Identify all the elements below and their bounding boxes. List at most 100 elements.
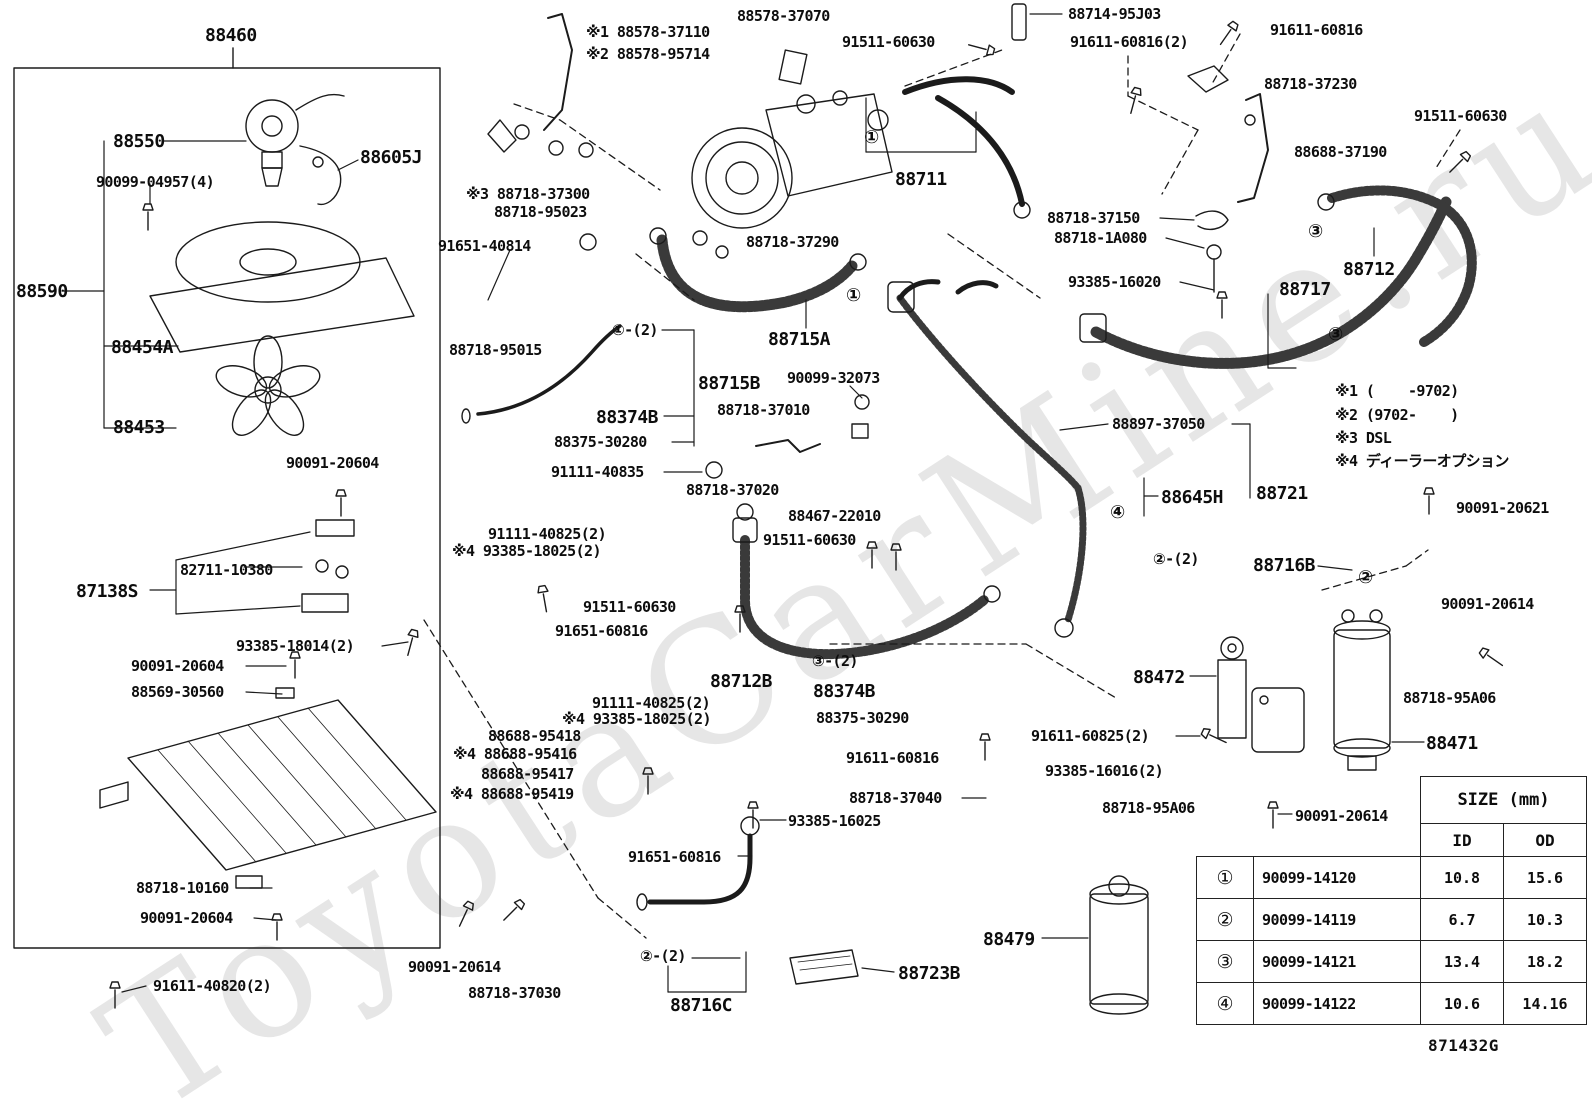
assembly-label: 88471: [1426, 733, 1478, 754]
part-label: 91611-60816(2): [1070, 33, 1189, 51]
row-id-value: 6.7: [1420, 898, 1504, 941]
part-label: 91511-60630: [842, 33, 935, 51]
part-label: 88569-30560: [131, 683, 224, 701]
callout-marker: ②: [1358, 567, 1373, 588]
part-label: ※4 93385-18025(2): [562, 710, 711, 728]
part-label: 82711-10380: [180, 561, 273, 579]
row-od-value: 10.3: [1503, 898, 1587, 941]
assembly-label: 88453: [113, 417, 165, 438]
assembly-label: 88590: [16, 281, 68, 302]
part-label: 91611-60816: [1270, 21, 1363, 39]
callout-marker: ③: [1328, 324, 1343, 345]
row-marker: ④: [1196, 982, 1254, 1025]
part-label: 91651-60816: [555, 622, 648, 640]
part-label: 91511-60630: [1414, 107, 1507, 125]
assembly-label: 88460: [205, 25, 257, 46]
size-table-row: ① 90099-14120 10.8 15.6: [1196, 856, 1587, 899]
row-marker: ③: [1196, 940, 1254, 983]
assembly-label: 88374B: [813, 681, 876, 702]
part-label: 90091-20614: [1441, 595, 1534, 613]
compressor-drawing: [487, 3, 1269, 293]
part-label: 91511-60630: [583, 598, 676, 616]
part-label: ※2 88578-95714: [586, 45, 710, 63]
row-part-number: 90099-14119: [1253, 898, 1421, 941]
part-label: ※4 88688-95419: [450, 785, 574, 803]
part-label: 93385-16025: [788, 812, 881, 830]
part-label: 88718-1A080: [1054, 229, 1147, 247]
row-od-value: 18.2: [1503, 940, 1587, 983]
size-table-header: SIZE (mm): [1420, 776, 1587, 824]
part-label: 90091-20604: [131, 657, 224, 675]
row-od-value: 15.6: [1503, 856, 1587, 899]
part-label: 88688-37190: [1294, 143, 1387, 161]
row-marker: ①: [1196, 856, 1254, 899]
receiver-drier-drawing: [1089, 609, 1391, 1015]
part-label: 91511-60630: [763, 531, 856, 549]
callout-marker: ①: [846, 285, 861, 306]
row-id-value: 10.8: [1420, 856, 1504, 899]
part-label: 88375-30280: [554, 433, 647, 451]
part-label: 88718-95A06: [1403, 689, 1496, 707]
part-label: 88467-22010: [788, 507, 881, 525]
part-label: 91111-40835: [551, 463, 644, 481]
part-label: ※4 93385-18025(2): [452, 542, 601, 560]
callout-marker: ④: [1110, 502, 1125, 523]
callout-marker: ②-(2): [1153, 550, 1199, 568]
part-label: 88375-30290: [816, 709, 909, 727]
footnote: ※4 ディーラーオプション: [1335, 452, 1509, 470]
part-label: 91611-40820(2): [153, 977, 272, 995]
part-label: 88718-95023: [494, 203, 587, 221]
construction-lines: [423, 33, 1461, 939]
part-label: 88718-37010: [717, 401, 810, 419]
size-table-row: ② 90099-14119 6.7 10.3: [1196, 898, 1587, 941]
assembly-label: 88715A: [768, 329, 831, 350]
part-label: 91111-40825(2): [488, 525, 607, 543]
assembly-label: 88716C: [670, 995, 733, 1016]
footnote: ※1 ( -9702): [1335, 382, 1459, 400]
assembly-label: 88723B: [898, 963, 961, 984]
part-label: 90091-20604: [140, 909, 233, 927]
part-label: 88718-95015: [449, 341, 542, 359]
part-label: ※4 88688-95416: [453, 745, 577, 763]
part-label: 90091-20621: [1456, 499, 1549, 517]
assembly-label: 88712: [1343, 259, 1395, 280]
part-label: ※1 88578-37110: [586, 23, 710, 41]
assembly-label: 88454A: [111, 337, 174, 358]
part-label: 90091-20604: [286, 454, 379, 472]
row-marker: ②: [1196, 898, 1254, 941]
callout-marker: ①: [864, 127, 879, 148]
assembly-label: 88716B: [1253, 555, 1316, 576]
part-label: 88714-95J03: [1068, 5, 1161, 23]
figure-code: 871432G: [1428, 1036, 1499, 1055]
footnote: ※3 DSL: [1335, 429, 1392, 447]
row-id-value: 13.4: [1420, 940, 1504, 983]
assembly-label: 88715B: [698, 373, 761, 394]
assembly-label: 88717: [1279, 279, 1331, 300]
part-label: 90099-04957(4): [96, 173, 215, 191]
assembly-label: 87138S: [76, 581, 139, 602]
part-label: 91611-60825(2): [1031, 727, 1150, 745]
part-label: 93385-16020: [1068, 273, 1161, 291]
assembly-label: 88374B: [596, 407, 659, 428]
part-label: 88718-37020: [686, 481, 779, 499]
part-label: 88688-95417: [481, 765, 574, 783]
row-id-value: 10.6: [1420, 982, 1504, 1025]
part-label: 90091-20614: [1295, 807, 1388, 825]
part-label: 91651-60816: [628, 848, 721, 866]
part-label: 88718-37040: [849, 789, 942, 807]
assembly-label: 88712B: [710, 671, 773, 692]
assembly-label: 88550: [113, 131, 165, 152]
part-label: 90099-32073: [787, 369, 880, 387]
size-table-col-id: ID: [1420, 823, 1504, 857]
size-table-col-od: OD: [1503, 823, 1587, 857]
footnote: ※2 (9702- ): [1335, 406, 1459, 424]
assembly-label: 88479: [983, 929, 1035, 950]
part-label: 88718-10160: [136, 879, 229, 897]
callout-marker: ③-(2): [812, 652, 858, 670]
assembly-label: 88645H: [1161, 487, 1224, 508]
assembly-label: 88721: [1256, 483, 1308, 504]
size-table-row: ④ 90099-14122 10.6 14.16: [1196, 982, 1587, 1025]
row-part-number: 90099-14120: [1253, 856, 1421, 899]
size-table-row: ③ 90099-14121 13.4 18.2: [1196, 940, 1587, 983]
